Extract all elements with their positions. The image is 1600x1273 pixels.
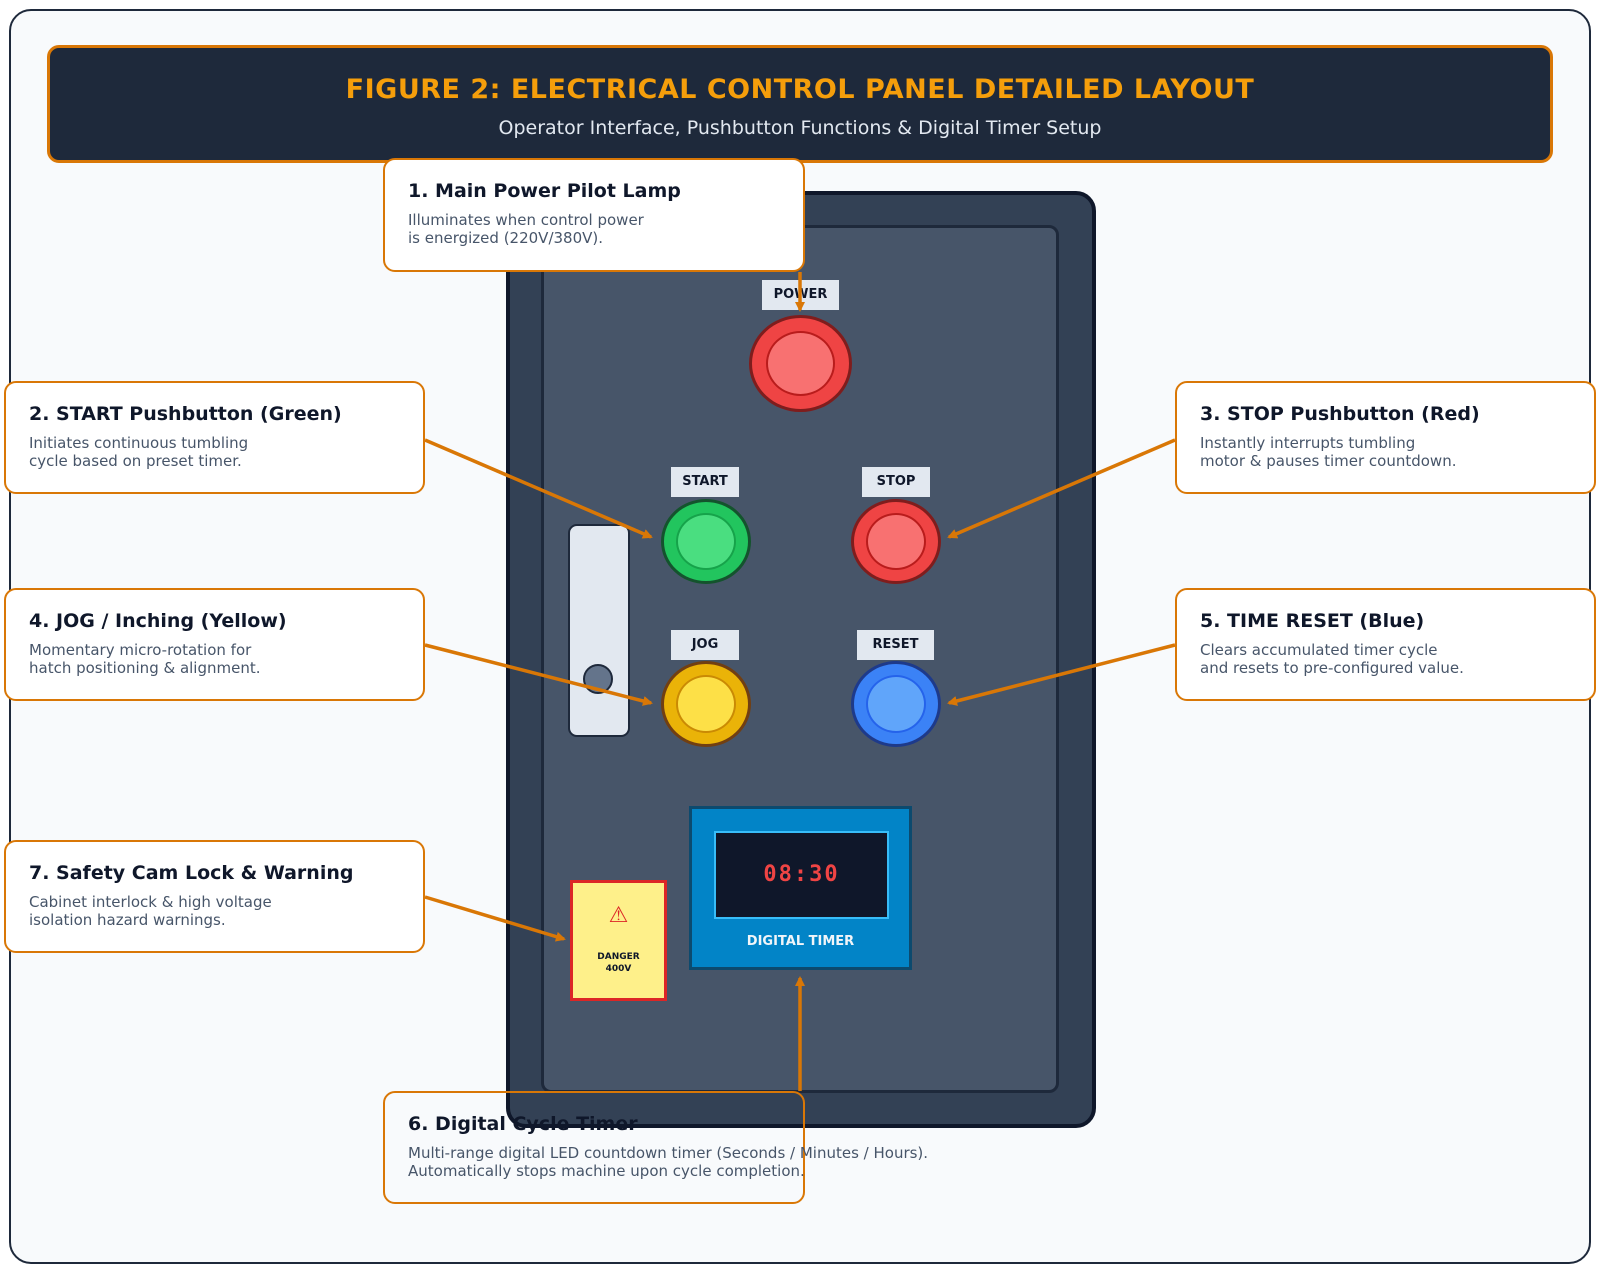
reset-button[interactable]: [851, 661, 941, 747]
callout-reset-button: 5. TIME RESET (Blue) Clears accumulated …: [1175, 588, 1596, 701]
reset-label: RESET: [857, 630, 934, 660]
power-pilot-lamp: [749, 315, 852, 412]
jog-label: JOG: [671, 630, 739, 660]
callout-title: 5. TIME RESET (Blue): [1200, 610, 1425, 632]
stop-button[interactable]: [851, 499, 941, 584]
figure-subtitle: Operator Interface, Pushbutton Functions…: [498, 117, 1102, 139]
callout-jog-button: 4. JOG / Inching (Yellow) Momentary micr…: [4, 588, 425, 701]
callout-description: Clears accumulated timer cycle and reset…: [1200, 641, 1464, 677]
stop-label: STOP: [862, 467, 930, 497]
danger-warning-sign: ⚠ DANGER 400V: [570, 880, 667, 1001]
warning-text-line2: 400V: [605, 964, 632, 974]
jog-button[interactable]: [661, 661, 751, 747]
callout-power-lamp: 1. Main Power Pilot Lamp Illuminates whe…: [383, 158, 805, 272]
warning-text-line1: DANGER: [597, 952, 640, 962]
callout-digital-timer: 6. Digital Cycle Timer Multi-range digit…: [383, 1091, 928, 1204]
cam-lock-knob[interactable]: [583, 664, 613, 694]
timer-display: 08:30: [714, 831, 889, 919]
cam-lock-handle[interactable]: [568, 524, 630, 737]
start-label: START: [671, 467, 739, 497]
callout-title: 1. Main Power Pilot Lamp: [408, 180, 681, 202]
callout-title: 2. START Pushbutton (Green): [29, 403, 342, 425]
timer-label: DIGITAL TIMER: [746, 934, 855, 949]
figure-header: FIGURE 2: ELECTRICAL CONTROL PANEL DETAI…: [47, 45, 1553, 163]
power-label: POWER: [762, 280, 839, 310]
figure-title: FIGURE 2: ELECTRICAL CONTROL PANEL DETAI…: [345, 74, 1255, 105]
callout-title: 7. Safety Cam Lock & Warning: [29, 862, 354, 884]
callout-title: 4. JOG / Inching (Yellow): [29, 610, 287, 632]
callout-safety-lock: 7. Safety Cam Lock & Warning Cabinet int…: [4, 840, 425, 953]
callout-title: 6. Digital Cycle Timer: [408, 1113, 638, 1135]
callout-start-button: 2. START Pushbutton (Green) Initiates co…: [4, 381, 425, 494]
callout-stop-button: 3. STOP Pushbutton (Red) Instantly inter…: [1175, 381, 1596, 494]
callout-description: Initiates continuous tumbling cycle base…: [29, 434, 249, 470]
callout-description: Cabinet interlock & high voltage isolati…: [29, 893, 272, 929]
callout-description: Illuminates when control power is energi…: [408, 211, 644, 247]
callout-description: Multi-range digital LED countdown timer …: [408, 1144, 928, 1180]
digital-timer[interactable]: 08:30 DIGITAL TIMER: [689, 806, 912, 970]
start-button[interactable]: [661, 499, 751, 584]
callout-title: 3. STOP Pushbutton (Red): [1200, 403, 1480, 425]
callout-description: Momentary micro-rotation for hatch posit…: [29, 641, 261, 677]
warning-icon: ⚠: [608, 903, 629, 928]
callout-description: Instantly interrupts tumbling motor & pa…: [1200, 434, 1457, 470]
